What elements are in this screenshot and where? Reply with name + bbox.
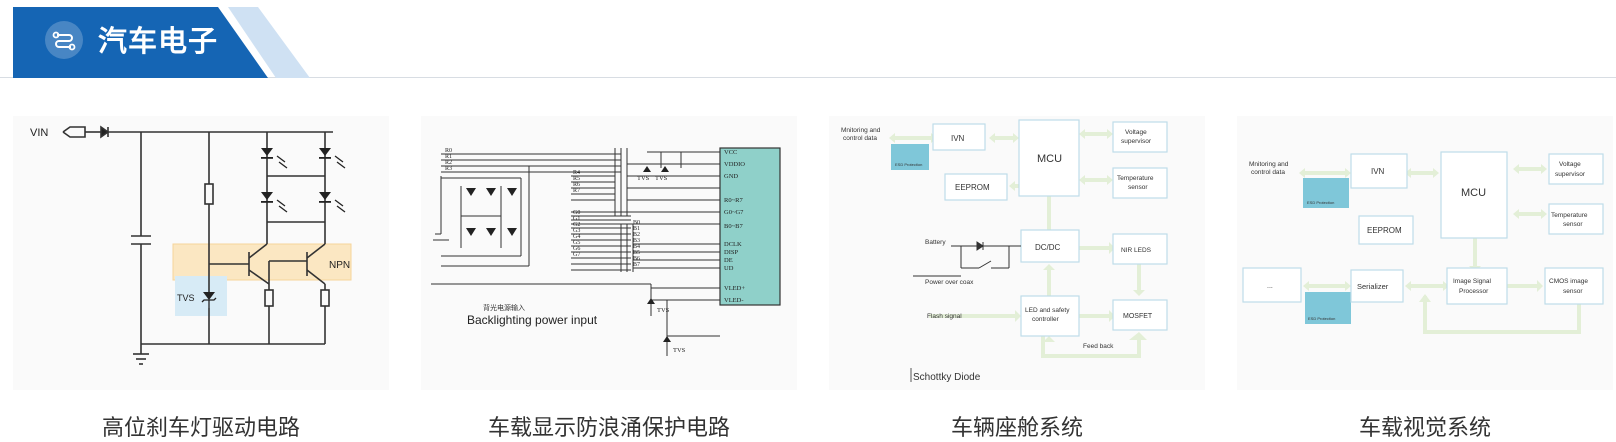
svg-text:R7: R7 — [573, 188, 580, 194]
nir-block: NIR LEDS — [1121, 247, 1152, 254]
eeprom-block: EEPROM — [955, 183, 990, 192]
vin-label: VIN — [30, 127, 48, 139]
brake-light-schematic: VIN TVS NPN — [30, 125, 352, 365]
pin-g-bus: G0~G7 — [724, 209, 744, 216]
tvs-label-c: TVS — [657, 307, 670, 314]
svg-text:G1: G1 — [573, 216, 580, 222]
backlight-note-cn: 背光电源输入 — [483, 303, 525, 312]
svg-text:B4: B4 — [633, 244, 640, 250]
svg-text:B1: B1 — [633, 226, 640, 232]
isp-block-2: Processor — [1459, 288, 1489, 295]
svg-text:G2: G2 — [573, 222, 580, 228]
cmos-block-2: sensor — [1563, 288, 1583, 295]
tvs-label-d: TVS — [673, 347, 686, 354]
svg-text:R1: R1 — [445, 154, 452, 160]
svg-text:B7: B7 — [633, 262, 640, 268]
voltage-block-1: Voltage — [1125, 129, 1147, 136]
mcu-block: MCU — [1461, 187, 1486, 199]
ivn-block: IVN — [951, 134, 965, 143]
temp-block-1: Temperature — [1551, 212, 1588, 219]
svg-text:R5: R5 — [573, 176, 580, 182]
voltage-block-2: supervisor — [1121, 138, 1152, 145]
temp-block-2: sensor — [1563, 221, 1583, 228]
svg-text:R3: R3 — [445, 166, 452, 172]
ivn-block: IVN — [1371, 167, 1385, 176]
voltage-block-2: supervisor — [1555, 171, 1586, 178]
pin-vled-plus: VLED+ — [724, 285, 745, 292]
npn-label: NPN — [329, 260, 350, 271]
battery-label: Battery — [925, 239, 946, 246]
monitoring-label-1: Mnitoring and — [1249, 161, 1289, 168]
svg-text:B6: B6 — [633, 256, 640, 262]
svg-text:R6: R6 — [573, 182, 580, 188]
monitoring-label-1: Mnitoring and — [841, 127, 881, 134]
voltage-block-1: Voltage — [1559, 161, 1581, 168]
caption-vision: 车载视觉系统 — [1358, 416, 1491, 441]
svg-text:B5: B5 — [633, 250, 640, 256]
caption-brake-light: 高位刹车灯驱动电路 — [101, 416, 300, 441]
svg-text:B3: B3 — [633, 238, 640, 244]
pin-de: DE — [724, 257, 733, 264]
poc-label: Power over coax — [925, 279, 974, 286]
svg-text:G4: G4 — [573, 234, 580, 240]
monitoring-label-2: control data — [843, 135, 877, 142]
card-vision-system[interactable]: Mnitoring and control data ESD Protectio… — [1237, 116, 1613, 390]
pin-r-bus: R0~R7 — [724, 197, 743, 204]
svg-text:G3: G3 — [573, 228, 580, 234]
svg-text:G5: G5 — [573, 240, 580, 246]
tvs-label: TVS — [177, 293, 195, 303]
svg-text:B0: B0 — [633, 220, 640, 226]
card-brake-light-circuit[interactable]: VIN TVS NPN — [13, 116, 389, 390]
pin-vcc: VCC — [724, 149, 737, 156]
svg-text:R2: R2 — [445, 160, 452, 166]
caption-display-surge: 车载显示防浪涌保护电路 — [487, 416, 730, 441]
cmos-block-1: CMOS image — [1549, 278, 1588, 285]
tvs-label-a: TVS — [637, 175, 650, 182]
ellipsis-block: ... — [1267, 283, 1273, 290]
temp-block-2: sensor — [1128, 184, 1148, 191]
led-block-2: controller — [1032, 316, 1060, 323]
vision-block-diagram: Mnitoring and control data ESD Protectio… — [1242, 151, 1604, 334]
mosfet-block: MOSFET — [1123, 313, 1153, 320]
flash-label: Flash signal — [927, 313, 962, 320]
monitoring-label-2: control data — [1251, 169, 1285, 176]
card-cockpit-system[interactable]: Mnitoring and control data ESD Protectio… — [829, 116, 1205, 390]
mcu-block: MCU — [1037, 153, 1062, 165]
esd-label: ESD Protection — [1307, 200, 1334, 205]
dcdc-block: DC/DC — [1035, 243, 1061, 252]
pin-vled-minus: VLED- — [724, 297, 744, 304]
temp-block-1: Temperature — [1117, 175, 1154, 182]
pin-disp: DISP — [724, 249, 738, 256]
section-header: 汽车电子 — [0, 0, 1616, 80]
pin-b-bus: B0~B7 — [724, 223, 743, 230]
eeprom-block: EEPROM — [1367, 226, 1402, 235]
led-block-1: LED and safety — [1025, 307, 1070, 314]
isp-block-1: Image Signal — [1453, 278, 1491, 285]
pin-vddio: VDDIO — [724, 161, 745, 168]
car-electronics-icon — [45, 21, 83, 59]
feedback-label: Feed back — [1083, 343, 1114, 350]
svg-text:G6: G6 — [573, 246, 580, 252]
pin-gnd: GND — [724, 173, 738, 180]
esd-label: ESD Protection — [895, 162, 922, 167]
tvs-label-b: TVS — [655, 175, 668, 182]
serializer-block: Serializer — [1357, 282, 1389, 291]
svg-text:G7: G7 — [573, 252, 580, 258]
caption-cockpit: 车辆座舱系统 — [950, 416, 1083, 441]
svg-text:B2: B2 — [633, 232, 640, 238]
cockpit-block-diagram: Mnitoring and control data ESD Protectio… — [841, 119, 1168, 383]
header-divider — [0, 77, 1616, 78]
pin-ud: UD — [724, 265, 734, 272]
schottky-label: Schottky Diode — [913, 372, 981, 383]
backlight-note-en: Backlighting power input — [467, 313, 598, 327]
esd-label-b: ESD Protection — [1308, 316, 1335, 321]
svg-text:R4: R4 — [573, 170, 580, 176]
svg-text:R0: R0 — [445, 148, 452, 154]
svg-text:G0: G0 — [573, 210, 580, 216]
page-title: 汽车电子 — [98, 24, 219, 58]
title-banner — [13, 7, 310, 78]
pin-dclk: DCLK — [724, 241, 742, 248]
